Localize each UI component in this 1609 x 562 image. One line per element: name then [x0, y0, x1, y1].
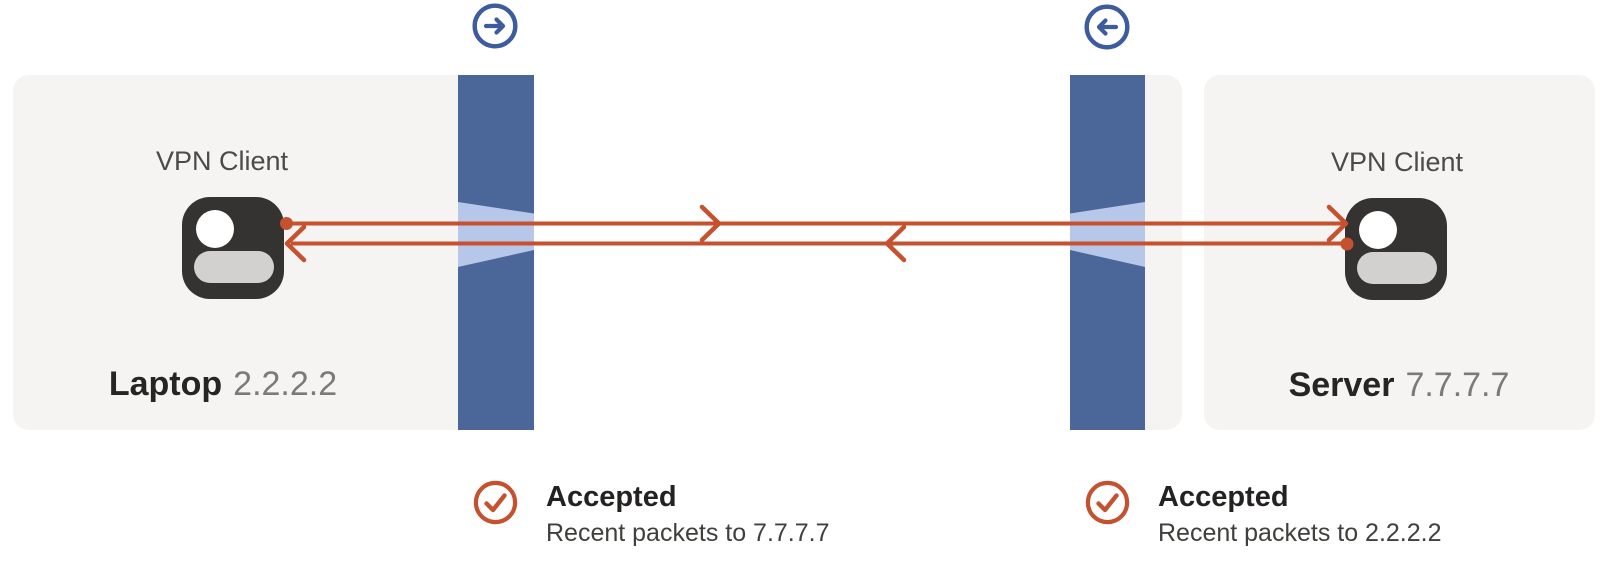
- laptop-role-label: VPN Client: [155, 146, 289, 176]
- arrowhead-right-mid-icon: [699, 204, 722, 243]
- check-circle-icon: [1085, 480, 1130, 525]
- right-status-title: Accepted: [1158, 481, 1289, 513]
- left-status-detail: Recent packets to 7.7.7.7: [546, 519, 830, 547]
- left-firewall-bar: [458, 75, 534, 430]
- server-role-label: VPN Client: [1330, 147, 1464, 177]
- right-status-detail: Recent packets to 2.2.2.2: [1158, 519, 1442, 547]
- arrow-left-circle-icon: [1084, 4, 1130, 50]
- server-name: Server: [1288, 366, 1395, 404]
- left-status-title: Accepted: [546, 481, 677, 513]
- arrowhead-left-mid-icon: [884, 224, 907, 263]
- laptop-vpn-client-avatar-icon: [182, 197, 284, 299]
- arrow-right-circle-icon: [472, 3, 518, 49]
- laptop-name-row: Laptop 2.2.2.2: [23, 363, 423, 405]
- right-firewall-funnel-icon: [1070, 202, 1145, 267]
- laptop-name: Laptop: [108, 365, 223, 403]
- left-firewall-funnel-icon: [458, 202, 534, 267]
- left-firewall-status: Accepted Recent packets to 7.7.7.7: [473, 480, 830, 548]
- server-ip: 7.7.7.7: [1405, 366, 1510, 404]
- server-name-row: Server 7.7.7.7: [1199, 364, 1599, 406]
- laptop-ip: 2.2.2.2: [233, 365, 338, 403]
- right-firewall-status: Accepted Recent packets to 2.2.2.2: [1085, 480, 1442, 548]
- server-vpn-client-avatar-icon: [1345, 198, 1447, 300]
- check-circle-icon: [473, 480, 518, 525]
- right-firewall-bar: [1070, 75, 1145, 430]
